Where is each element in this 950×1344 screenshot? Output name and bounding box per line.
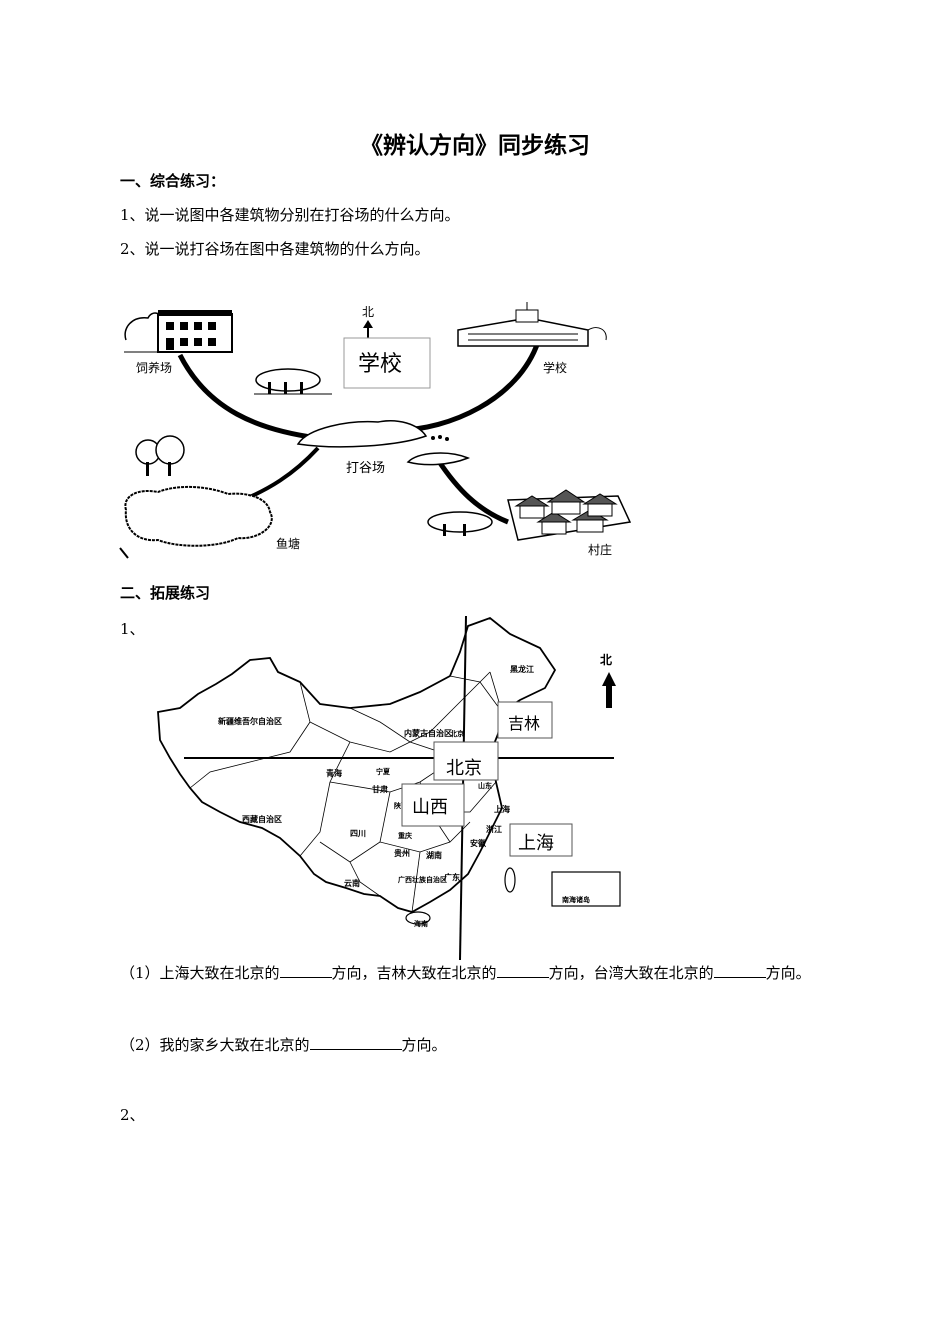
region-hebei: 北京	[450, 729, 464, 738]
section-1-heading: 一、综合练习：	[120, 172, 226, 190]
fill-question-2: （2）我的家乡大致在北京的 方向。	[120, 1034, 447, 1055]
label-fish-pond: 鱼塘	[276, 536, 300, 551]
north-arrow-icon	[363, 320, 373, 340]
road-fish-pond	[237, 446, 320, 504]
region-shandong: 山东	[478, 781, 492, 790]
shanxi-box	[401, 783, 465, 827]
village-map: 饲养场 北 学校 学校 打谷场 鱼塘	[119, 302, 632, 559]
region-guangdong: 广东	[444, 872, 460, 882]
q2-part-a: （2）我的家乡大致在北京的	[120, 1036, 310, 1054]
tree-cluster-icon	[254, 368, 332, 395]
q1-part-a: （1）上海大致在北京的	[120, 964, 280, 982]
q1-blank-3[interactable]	[713, 963, 766, 978]
item-2-label: 2、	[120, 1106, 145, 1124]
school-building-icon	[457, 302, 607, 347]
region-guangxi: 广西壮族自治区	[398, 875, 447, 884]
school-box-label: 学校	[358, 352, 402, 377]
region-xizang: 西藏自治区	[242, 814, 282, 824]
hainan-island	[405, 911, 431, 925]
china-north-label: 北	[600, 652, 612, 667]
road-feed-farm	[177, 353, 319, 441]
fill-question-1: （1）上海大致在北京的 方向，吉林大致在北京的 方向，台湾大致在北京的 方向。	[120, 962, 811, 983]
region-hunan: 湖南	[426, 850, 442, 860]
region-neimenggu: 内蒙古自治区	[404, 728, 452, 738]
shanxi-box-label: 山西	[412, 797, 448, 818]
beijing-box	[433, 741, 499, 781]
corner-mark	[119, 547, 129, 559]
jilin-box	[497, 701, 553, 739]
q2-blank[interactable]	[309, 1035, 402, 1050]
nanhai-inset	[551, 871, 621, 907]
north-label: 北	[362, 305, 374, 319]
page-title: 《辨认方向》同步练习	[360, 133, 590, 159]
region-ningxia: 宁夏	[376, 767, 391, 776]
q2-part-b: 方向。	[401, 1036, 447, 1054]
region-hainan: 海南	[414, 919, 428, 928]
region-shaanxi: 陕西	[394, 801, 408, 810]
label-feed-farm: 饲养场	[136, 360, 172, 375]
region-zhejiang: 浙江	[486, 824, 502, 834]
region-shanghai-small: 上海	[494, 804, 510, 814]
threshing-floor-icon	[296, 420, 471, 466]
label-school: 学校	[543, 360, 567, 375]
q1-blank-2[interactable]	[496, 963, 549, 978]
q1-part-c: 方向，台湾大致在北京的	[548, 964, 714, 982]
region-nanhai: 南海诸岛	[562, 895, 590, 904]
region-guizhou: 贵州	[394, 848, 410, 858]
pond-tree-icon	[135, 435, 185, 476]
region-yunnan: 云南	[344, 878, 360, 888]
beijing-box-label: 北京	[446, 758, 482, 779]
question-2: 2、说一说打谷场在图中各建筑物的什么方向。	[120, 240, 430, 258]
q1-part-d: 方向。	[765, 964, 811, 982]
q1-blank-1[interactable]	[279, 963, 332, 978]
label-village: 村庄	[588, 542, 612, 557]
village-houses-icon	[427, 489, 632, 541]
label-threshing-floor: 打谷场	[346, 461, 385, 476]
jilin-box-label: 吉林	[508, 714, 540, 733]
region-qinghai: 青海	[326, 768, 342, 778]
region-gansu: 甘肃	[372, 784, 388, 794]
china-north-arrow-icon	[602, 672, 616, 708]
region-anhui: 安徽	[470, 838, 487, 848]
region-heilongjiang: 黑龙江	[510, 664, 534, 674]
region-chongqing: 重庆	[398, 831, 412, 840]
q1-part-b: 方向，吉林大致在北京的	[331, 964, 497, 982]
fish-pond-icon	[124, 485, 273, 547]
road-village	[435, 458, 509, 525]
taiwan-island	[504, 867, 516, 893]
item-1-label: 1、	[120, 620, 145, 638]
shanghai-box	[509, 823, 573, 857]
region-sichuan: 四川	[350, 829, 366, 838]
feed-farm-building-icon	[124, 310, 233, 353]
question-1: 1、说一说图中各建筑物分别在打谷场的什么方向。	[120, 206, 460, 224]
school-box	[343, 337, 431, 389]
china-map: 新疆维吾尔自治区 内蒙古自治区 黑龙江 青海 西藏自治区 四川 云南 广西壮族自…	[157, 615, 621, 960]
shanghai-box-label: 上海	[518, 833, 554, 854]
region-xinjiang: 新疆维吾尔自治区	[218, 716, 282, 726]
section-2-heading: 二、拓展练习	[120, 584, 211, 602]
